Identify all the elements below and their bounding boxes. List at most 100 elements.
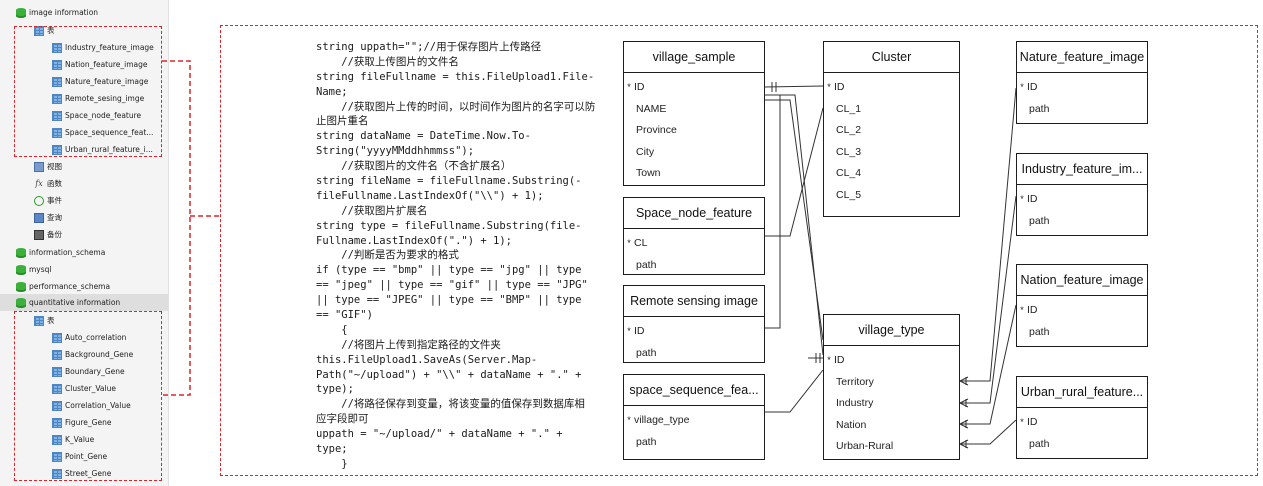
- tree-item-remote-sesing-imge[interactable]: Remote_sesing_imge: [44, 90, 144, 107]
- field-name: ID: [1027, 304, 1038, 316]
- code-line: string uppath="";//用于保存图片上传路径: [316, 41, 542, 53]
- entity-title: Space_node_feature: [624, 198, 764, 229]
- tree-item-cn[interactable]: 查询: [26, 209, 62, 226]
- entity-title: Nation_feature_image: [1017, 265, 1147, 296]
- tree-item-label: image information: [29, 8, 99, 17]
- table-icon: [52, 468, 62, 479]
- tree-item-industry-feature-image[interactable]: Industry_feature_image: [44, 39, 154, 56]
- field-name: ID: [634, 325, 645, 337]
- tree-item-cn[interactable]: 备份: [26, 226, 62, 243]
- event-icon: [34, 195, 44, 206]
- code-line: 应字段即可: [316, 413, 369, 426]
- tree-item-label: Auto_correlation: [65, 333, 127, 342]
- tree-item-label: Remote_sesing_imge: [65, 94, 145, 103]
- entity-field: path: [624, 343, 764, 365]
- table-icon: [52, 144, 62, 155]
- tree-item-figure-gene[interactable]: Figure_Gene: [44, 414, 111, 431]
- tree-item-point-gene[interactable]: Point_Gene: [44, 448, 107, 465]
- code-listing: string uppath="";//用于保存图片上传路径 //获取上传图片的文…: [316, 40, 616, 472]
- tree-item-label: 备份: [47, 230, 62, 239]
- field-name: village_type: [634, 414, 690, 426]
- tree-item-performance-schema[interactable]: performance_schema: [8, 278, 110, 295]
- tree-item-nature-feature-image[interactable]: Nature_feature_image: [44, 73, 148, 90]
- code-line: //获取上传图片的文件名: [316, 55, 459, 68]
- field-name: ID: [1027, 416, 1038, 428]
- highlight-box-quantitative-tables: [14, 311, 162, 481]
- code-line: Path("~/upload") + "\\" + dataName + "."…: [316, 368, 582, 381]
- tree-item-space-node-feature[interactable]: Space_node_feature: [44, 107, 141, 124]
- field-name: City: [636, 145, 655, 158]
- tree-item-label: Correlation_Value: [65, 401, 131, 410]
- tree-item-cn[interactable]: 视图: [26, 158, 62, 175]
- tree-item-k-value[interactable]: K_Value: [44, 431, 94, 448]
- code-line: }: [316, 457, 348, 470]
- tree-item-mysql[interactable]: mysql: [8, 261, 52, 278]
- code-line: Fullname.LastIndexOf(".") + 1);: [316, 234, 512, 247]
- tree-item-correlation-value[interactable]: Correlation_Value: [44, 397, 131, 414]
- tree-item-cn[interactable]: 表: [26, 312, 55, 329]
- database-icon: [16, 247, 26, 258]
- field-name: ID: [634, 81, 645, 93]
- relation-line: [960, 195, 1017, 404]
- primary-key-marker: *: [1020, 194, 1024, 204]
- tree-item-auto-correlation[interactable]: Auto_correlation: [44, 329, 126, 346]
- tree-item-street-gene[interactable]: Street_Gene: [44, 465, 111, 482]
- tree-item-space-sequence-feat[interactable]: Space_sequence_feat...: [44, 124, 153, 141]
- entity-field: CL_1: [824, 99, 959, 121]
- table-icon: [52, 451, 62, 462]
- entity-field: *CL: [624, 233, 764, 255]
- code-line: //获取图片扩展名: [316, 204, 428, 217]
- database-icon: [16, 297, 26, 308]
- tree-item-label: Point_Gene: [65, 452, 108, 461]
- entity-field: *ID: [624, 77, 764, 99]
- field-name: CL_3: [836, 145, 862, 158]
- tree-item-label: Street_Gene: [65, 469, 112, 478]
- field-name: CL_1: [836, 102, 862, 115]
- relation-line: [765, 99, 824, 341]
- tree-item-information-schema[interactable]: information_schema: [8, 244, 105, 261]
- entity-title: Cluster: [824, 42, 959, 73]
- tree-item-image-information[interactable]: image information: [8, 4, 98, 21]
- entity-field: Urban-Rural: [824, 436, 959, 458]
- code-line: //获取图片上传的时间，以时间作为图片的名字可以防: [316, 100, 596, 113]
- entity-field: *ID: [1017, 300, 1147, 322]
- table-icon: [52, 110, 62, 121]
- field-name: Urban-Rural: [836, 440, 894, 452]
- field-name: Nation: [836, 418, 867, 431]
- function-icon: fx: [35, 178, 43, 188]
- main-panel-frame: [220, 25, 1258, 476]
- tree-item-background-gene[interactable]: Background_Gene: [44, 346, 133, 363]
- tree-item-urban-rural-feature-i[interactable]: Urban_rural_feature_i...: [44, 141, 153, 158]
- tree-item-cluster-value[interactable]: Cluster_Value: [44, 380, 116, 397]
- entity-field: *ID: [624, 321, 764, 343]
- tree-item-label: mysql: [29, 265, 52, 274]
- field-name: path: [636, 435, 657, 448]
- tree-item-label: 查询: [47, 213, 62, 222]
- tree-item-boundary-gene[interactable]: Boundary_Gene: [44, 363, 125, 380]
- entity-field: path: [1017, 99, 1147, 121]
- entity-field: *ID: [1017, 412, 1147, 434]
- primary-key-marker: *: [827, 82, 831, 92]
- field-name: CL_4: [836, 167, 862, 179]
- field-name: Town: [636, 167, 661, 179]
- entity-field: path: [624, 255, 764, 277]
- entity-field: CL_2: [824, 120, 959, 142]
- tree-item-quantitative-information[interactable]: quantitative information: [0, 294, 168, 311]
- tree-item-label: Industry_feature_image: [65, 43, 154, 52]
- tree-item-nation-feature-image[interactable]: Nation_feature_image: [44, 56, 148, 73]
- tree-item-cn[interactable]: 事件: [26, 192, 62, 209]
- code-line: //获取图片的文件名（不含扩展名）: [316, 160, 512, 173]
- code-line: //判断是否为要求的格式: [316, 249, 459, 262]
